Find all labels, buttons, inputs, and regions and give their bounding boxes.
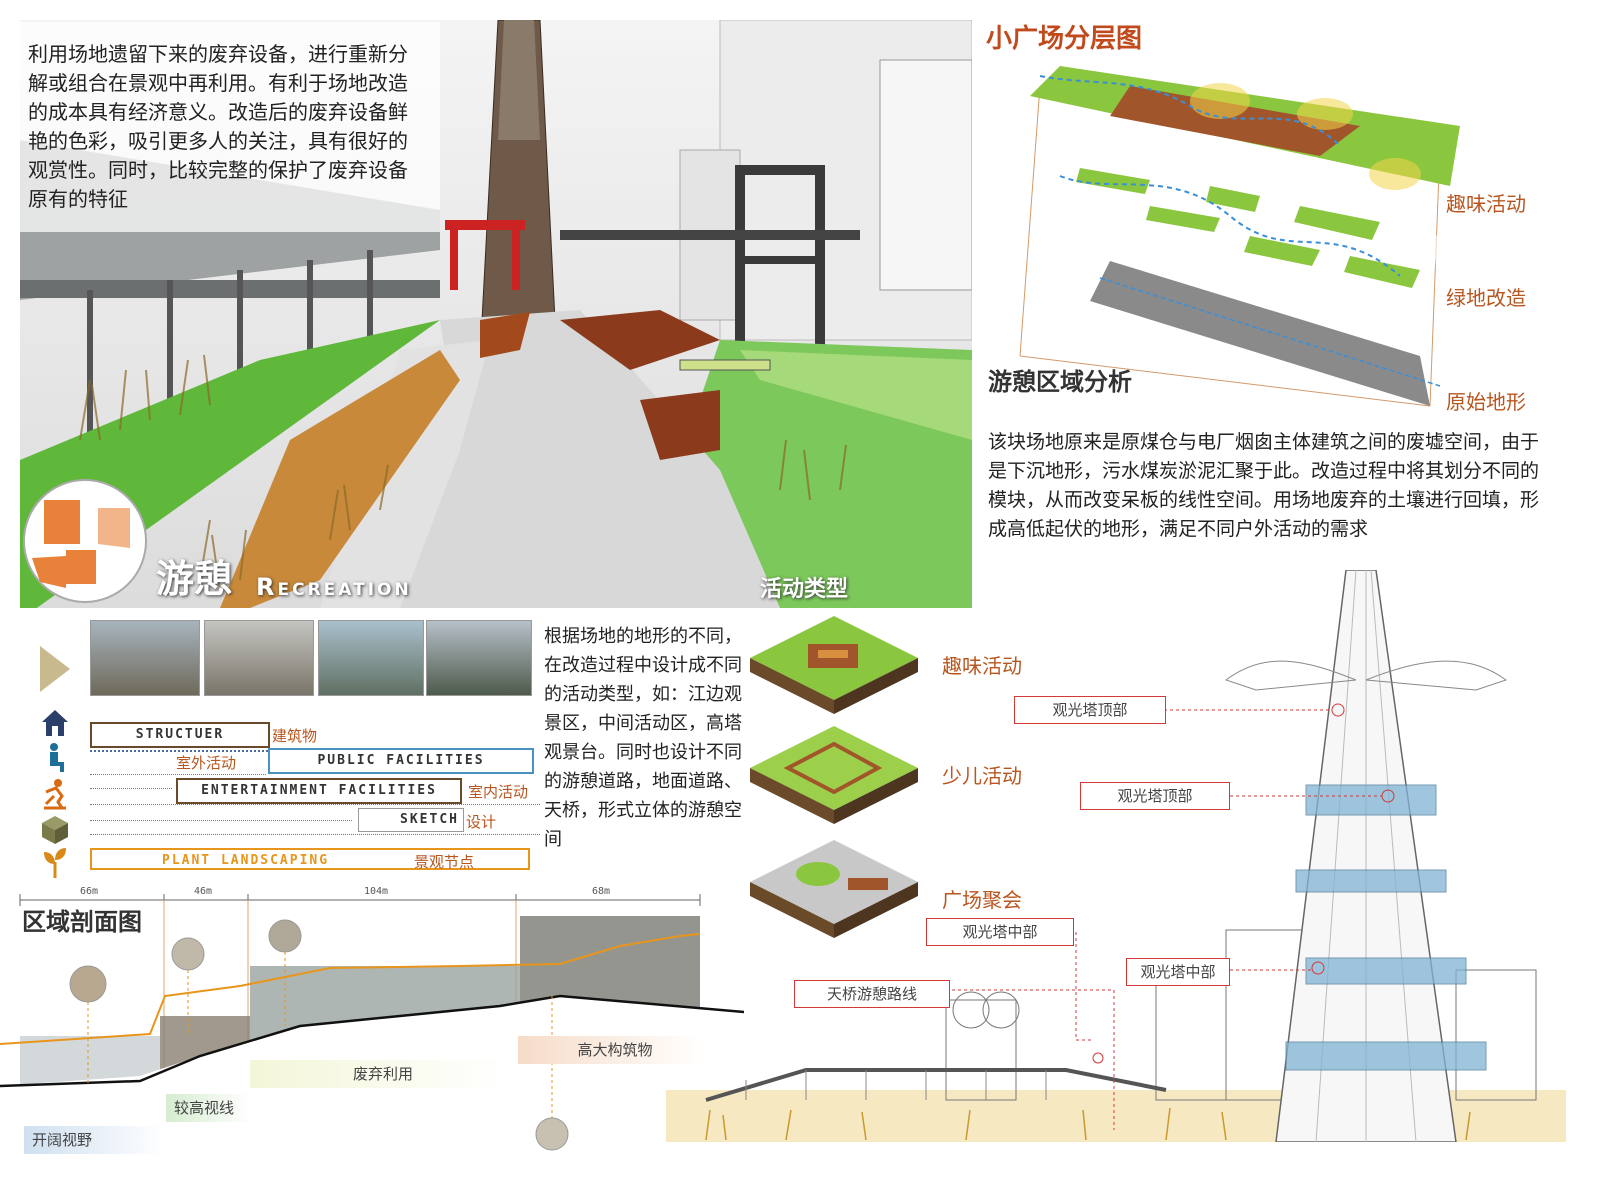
tower-illustration (666, 569, 1566, 1143)
section-dim-3: 104m (364, 886, 389, 897)
section-label-high-sight: 较高视线 (166, 1094, 250, 1122)
recreation-analysis-text: 该块场地原来是原煤仓与电厂烟囱主体建筑之间的废墟空间，由于是下沉地形，污水煤炭淤… (988, 431, 1540, 540)
legend-line-3 (90, 788, 172, 789)
hero-title-cn: 游憩 (156, 557, 233, 601)
site-photo-1 (90, 620, 200, 696)
site-photo-2 (204, 620, 314, 696)
section-dim-2: 46m (194, 886, 213, 897)
tower-tag-top-2: 观光塔顶部 (1080, 782, 1230, 810)
sprout-icon (44, 848, 66, 878)
layer-diagram-title: 小广场分层图 (986, 24, 1143, 54)
section-dim-1: 66m (80, 886, 99, 897)
recreation-analysis-title: 游憩区域分析 (988, 368, 1132, 396)
legend-line-1 (90, 750, 268, 752)
legend-sketch-cn: 设计 (466, 813, 497, 831)
arrow-marker (40, 646, 70, 692)
skater-icon (44, 779, 66, 810)
activity-label-children: 少儿活动 (942, 764, 1022, 788)
legend-entertainment-box: ENTERTAINMENT FACILITIES (176, 778, 462, 804)
legend-line-4 (90, 804, 540, 805)
legend-structure-cn: 建筑物 (272, 727, 318, 745)
section-title: 区域剖面图 (22, 908, 142, 936)
activity-description: 根据场地的地形的不同，在改造过程中设计成不同的活动类型，如：江边观景区，中间活动… (544, 626, 742, 850)
site-photo-3 (318, 620, 424, 696)
cube-icon (42, 816, 68, 844)
house-icon (42, 710, 68, 736)
tower-tag-mid-1: 观光塔中部 (926, 918, 1074, 946)
tower-tag-skywalk: 天桥游憩路线 (794, 980, 950, 1008)
site-photo-4 (426, 620, 532, 696)
hero-title-en: Recreation (256, 573, 412, 601)
layer-label-green: 绿地改造 (1446, 286, 1526, 310)
legend-line-2 (90, 774, 266, 775)
legend-line-6 (90, 834, 540, 835)
activity-model-3 (748, 838, 920, 942)
activity-label-gathering: 广场聚会 (942, 888, 1022, 912)
legend-public-cn: 室外活动 (176, 754, 237, 772)
legend-plant-cn: 景观节点 (414, 853, 475, 871)
section-label-structure: 高大构筑物 (518, 1036, 704, 1064)
site-plan-inset (22, 478, 148, 604)
section-dim-4: 68m (592, 886, 611, 897)
legend-plant-box: PLANT LANDSCAPING (90, 848, 530, 870)
legend-entertainment-cn: 室内活动 (468, 783, 529, 801)
activity-type-label: 活动类型 (760, 577, 849, 602)
intro-text-panel: 利用场地遗留下来的废弃设备，进行重新分解或组合在景观中再利用。有利于场地改造的成… (20, 22, 440, 232)
legend-structure-box: STRUCTUER (90, 722, 270, 748)
legend-line-5 (90, 820, 352, 821)
activity-model-1 (748, 614, 920, 718)
activity-label-fun: 趣味活动 (942, 654, 1022, 678)
section-label-open-view: 开阔视野 (24, 1126, 164, 1154)
bench-icon (50, 743, 64, 772)
tower-tag-top-1: 观光塔顶部 (1014, 696, 1166, 724)
tower-tag-mid-2: 观光塔中部 (1126, 958, 1230, 986)
section-label-reuse: 废弃利用 (250, 1060, 508, 1088)
legend: STRUCTUER 建筑物 室外活动 PUBLIC FACILITIES ENT… (36, 708, 546, 878)
legend-public-box: PUBLIC FACILITIES (268, 748, 534, 774)
layer-label-terrain: 原始地形 (1446, 390, 1526, 414)
layer-diagram (1000, 56, 1460, 416)
hero-scene (20, 20, 972, 608)
hero-rendering (20, 20, 972, 608)
activity-model-2 (748, 724, 920, 828)
layer-label-fun: 趣味活动 (1446, 192, 1526, 216)
legend-sketch-box: SKETCH (358, 808, 464, 832)
intro-text: 利用场地遗留下来的废弃设备，进行重新分解或组合在景观中再利用。有利于场地改造的成… (28, 42, 408, 211)
